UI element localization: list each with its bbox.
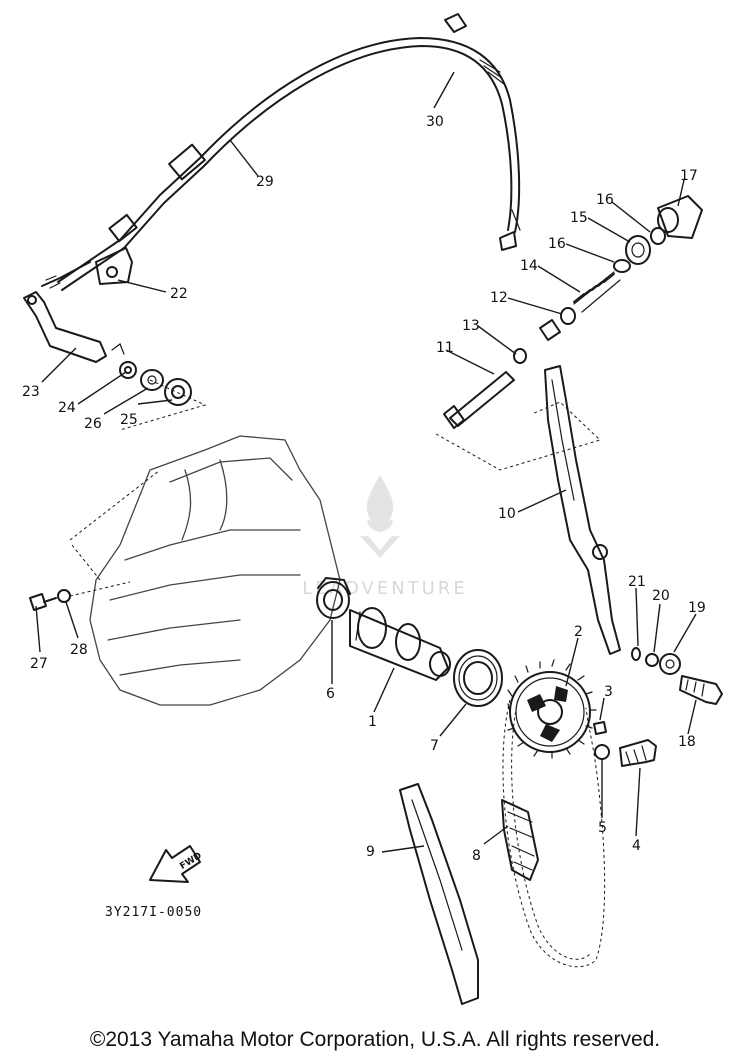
fwd-arrow-icon: FWD <box>149 845 204 883</box>
cable-bracket <box>41 247 133 289</box>
cam-chain <box>501 699 606 968</box>
callout-1: 1 <box>368 714 377 730</box>
lever-spring <box>119 361 137 379</box>
callout-26: 26 <box>84 416 102 432</box>
tensioner-rod <box>443 371 515 429</box>
callout-18: 18 <box>678 734 696 750</box>
callout-28: 28 <box>70 642 88 658</box>
lever-washer <box>140 369 164 391</box>
callout-12: 12 <box>490 290 508 306</box>
nut-19 <box>659 653 681 675</box>
leader-lines <box>35 71 697 853</box>
tensioner-spring-14 <box>573 271 621 313</box>
callout-4: 4 <box>632 838 641 854</box>
lever-oil-seal <box>164 378 192 406</box>
callout-3: 3 <box>604 684 613 700</box>
tensioner-plug-15 <box>625 235 651 265</box>
tensioner-cap-17 <box>657 195 703 239</box>
callout-8: 8 <box>472 848 481 864</box>
washer-28 <box>57 589 71 603</box>
callout-20: 20 <box>652 588 670 604</box>
engine-case <box>69 435 341 706</box>
chain-guide-9 <box>399 783 479 1005</box>
callout-23: 23 <box>22 384 40 400</box>
diagram-code: 3Y217I-0050 <box>105 905 203 920</box>
callout-16b: 16 <box>548 236 566 252</box>
callout-27: 27 <box>30 656 48 672</box>
callout-22: 22 <box>170 286 188 302</box>
callout-17: 17 <box>680 168 698 184</box>
callout-13: 13 <box>462 318 480 334</box>
tensioner-washer-12 <box>560 307 576 325</box>
callout-6: 6 <box>326 686 335 702</box>
cam-sprocket <box>507 659 597 759</box>
callout-2: 2 <box>574 624 583 640</box>
callout-15: 15 <box>570 210 588 226</box>
washer-5 <box>594 744 610 760</box>
callout-16a: 16 <box>596 192 614 208</box>
callout-14: 14 <box>520 258 538 274</box>
callout-19: 19 <box>688 600 706 616</box>
callout-21: 21 <box>628 574 646 590</box>
tensioner-o-ring-16b <box>650 227 666 245</box>
washer-20 <box>645 653 659 667</box>
bolt-4 <box>619 739 657 767</box>
bearing-7 <box>453 649 503 707</box>
callout-5: 5 <box>598 820 607 836</box>
clip-21 <box>631 647 641 661</box>
callout-25: 25 <box>120 412 138 428</box>
callout-29: 29 <box>256 174 274 190</box>
copyright-notice: ©2013 Yamaha Motor Corporation, U.S.A. A… <box>89 1028 661 1051</box>
callout-labels: 30 29 22 23 24 26 25 17 16 15 16 14 12 1… <box>22 114 706 864</box>
tensioner-ring-13 <box>513 348 527 364</box>
camshaft <box>349 607 451 681</box>
callout-30: 30 <box>426 114 444 130</box>
callout-24: 24 <box>58 400 76 416</box>
callout-11: 11 <box>436 340 454 356</box>
bolt-18 <box>679 675 723 705</box>
bolt-27 <box>29 593 47 611</box>
callout-7: 7 <box>430 738 439 754</box>
bearing-6 <box>316 577 351 619</box>
chain-tensioner-guide <box>544 365 621 655</box>
tensioner-o-ring-16a <box>613 259 631 273</box>
decompression-lever <box>23 291 125 363</box>
pin-3 <box>593 721 607 735</box>
decompression-cable <box>57 13 521 291</box>
callout-10: 10 <box>498 506 516 522</box>
callout-9: 9 <box>366 844 375 860</box>
